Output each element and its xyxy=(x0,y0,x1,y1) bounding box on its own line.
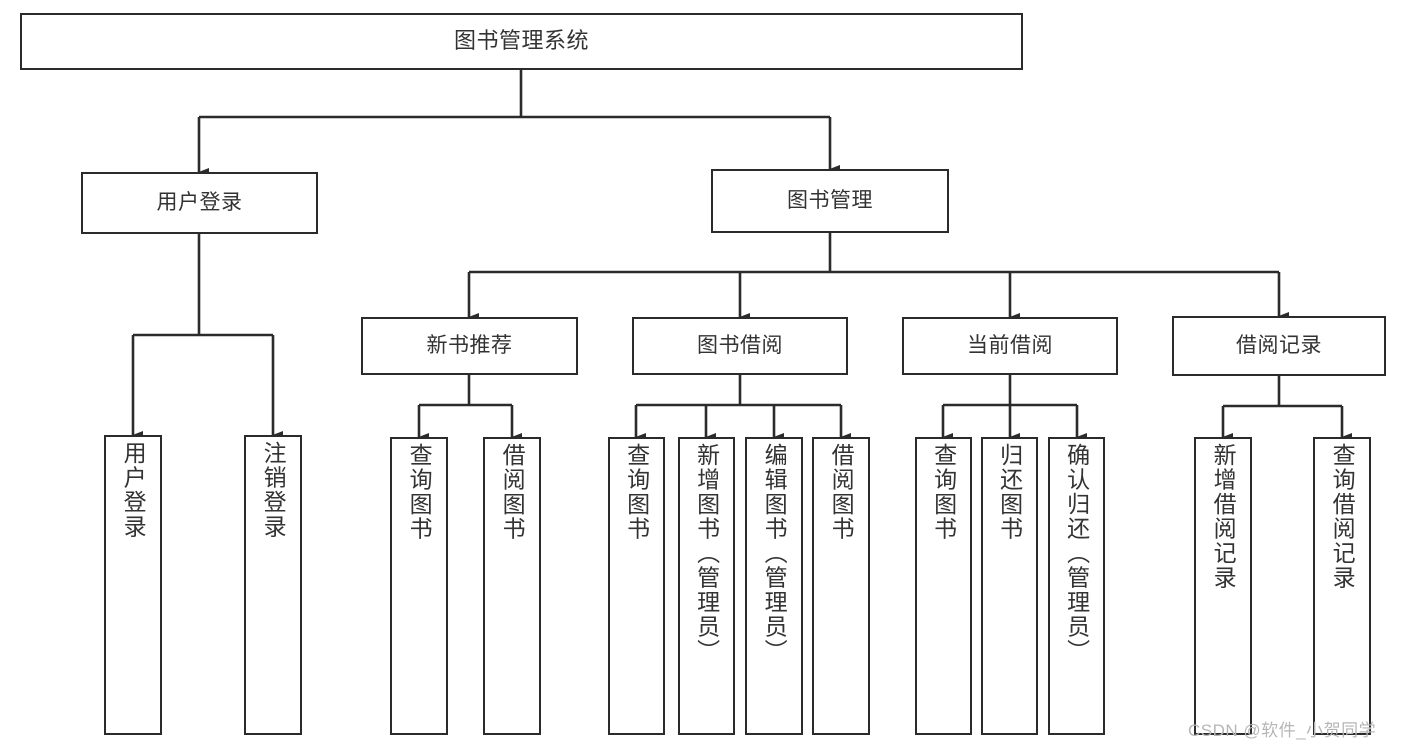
node-leaf-confirm-return: 确认归还（管理员） xyxy=(1048,437,1105,735)
node-label: 查询图书 xyxy=(623,443,650,541)
node-label: 当前借阅 xyxy=(967,334,1053,358)
node-book-borrow: 图书借阅 xyxy=(632,317,848,375)
node-leaf-query-book-3: 查询图书 xyxy=(915,437,972,735)
node-leaf-query-record: 查询借阅记录 xyxy=(1313,437,1371,735)
node-leaf-user-login: 用户登录 xyxy=(104,435,162,735)
node-label: 新书推荐 xyxy=(426,334,513,358)
node-label: 借阅图书 xyxy=(499,443,526,541)
node-label: 注销登录 xyxy=(260,441,287,539)
node-label: 用户登录 xyxy=(156,191,243,215)
watermark-text: CSDN @软件_小贺同学 xyxy=(1188,721,1377,740)
node-book-manage: 图书管理 xyxy=(711,169,949,233)
node-leaf-logout-login: 注销登录 xyxy=(244,435,302,735)
node-label: 确认归还（管理员） xyxy=(1063,443,1090,664)
node-borrow-record: 借阅记录 xyxy=(1172,316,1386,376)
node-leaf-add-book: 新增图书（管理员） xyxy=(678,437,735,735)
node-leaf-query-book-2: 查询图书 xyxy=(608,437,665,735)
node-new-book-recommend: 新书推荐 xyxy=(361,317,578,375)
node-root: 图书管理系统 xyxy=(20,13,1023,70)
node-label: 编辑图书（管理员） xyxy=(761,443,788,664)
node-leaf-return-book: 归还图书 xyxy=(981,437,1038,735)
node-leaf-borrow-book-2: 借阅图书 xyxy=(812,437,870,735)
node-leaf-query-book-1: 查询图书 xyxy=(390,437,448,735)
node-label: 新增借阅记录 xyxy=(1210,443,1237,590)
node-label: 借阅图书 xyxy=(828,443,855,541)
node-label: 查询图书 xyxy=(406,443,433,541)
node-user-login: 用户登录 xyxy=(81,172,318,234)
node-label: 图书管理系统 xyxy=(453,28,589,54)
node-label: 图书借阅 xyxy=(697,334,783,358)
node-label: 用户登录 xyxy=(120,441,147,539)
node-label: 查询图书 xyxy=(930,443,957,541)
node-leaf-borrow-book-1: 借阅图书 xyxy=(483,437,541,735)
node-label: 借阅记录 xyxy=(1236,334,1322,358)
node-leaf-edit-book: 编辑图书（管理员） xyxy=(745,437,803,735)
node-current-borrow: 当前借阅 xyxy=(902,317,1118,375)
node-label: 归还图书 xyxy=(996,443,1023,541)
node-label: 查询借阅记录 xyxy=(1329,443,1356,590)
node-label: 新增图书（管理员） xyxy=(693,443,720,664)
node-leaf-add-record: 新增借阅记录 xyxy=(1194,437,1252,735)
node-label: 图书管理 xyxy=(787,189,873,213)
